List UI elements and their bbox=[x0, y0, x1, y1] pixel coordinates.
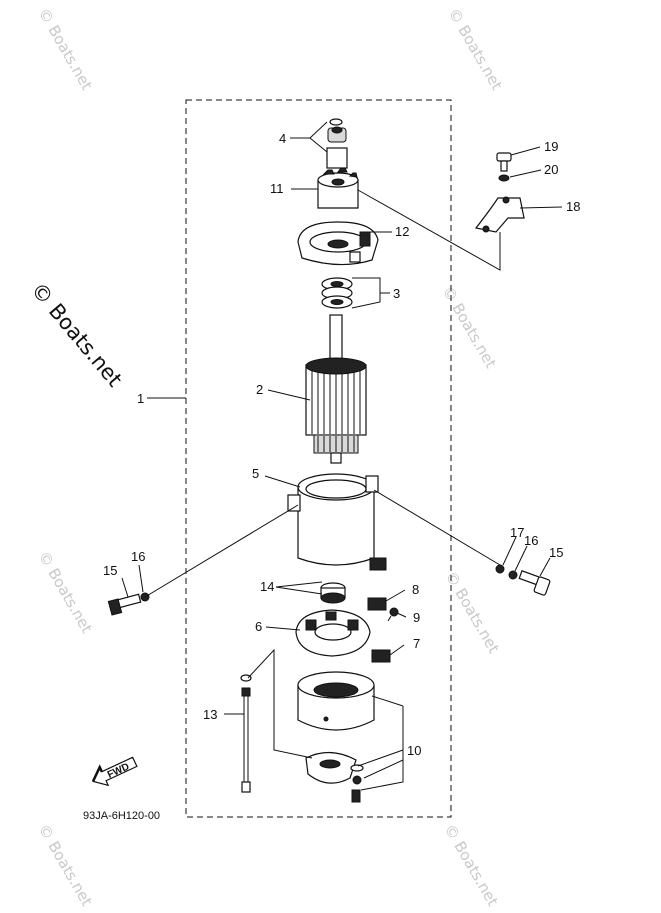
callout-1: 1 bbox=[137, 391, 144, 406]
part-8-brush bbox=[367, 597, 387, 611]
watermark: © Boats.net bbox=[442, 568, 503, 656]
callout-8: 8 bbox=[412, 582, 419, 597]
part-13-through-bolt bbox=[240, 674, 252, 793]
watermark: © Boats.net bbox=[35, 5, 96, 93]
assembly-boundary bbox=[185, 99, 452, 818]
fwd-label: FWD bbox=[106, 761, 131, 781]
part-11-pinion-gear bbox=[317, 167, 359, 209]
part-3-washers bbox=[321, 277, 353, 309]
callout-4: 4 bbox=[279, 131, 286, 146]
part-14-bushing bbox=[320, 582, 346, 604]
callout-15-right: 15 bbox=[549, 545, 563, 560]
watermark: © Boats.net bbox=[35, 821, 96, 909]
part-15-bolt-right bbox=[518, 570, 551, 596]
callout-12: 12 bbox=[395, 224, 409, 239]
callout-20: 20 bbox=[544, 162, 558, 177]
diagram-code: 93JA-6H120-00 bbox=[83, 810, 160, 822]
part-5-yoke bbox=[287, 473, 387, 571]
watermark: © Boats.net bbox=[441, 821, 502, 909]
part-10-cover-bracket bbox=[305, 751, 364, 803]
callout-2: 2 bbox=[256, 382, 263, 397]
callout-11: 11 bbox=[270, 181, 284, 196]
part-18-bracket bbox=[474, 196, 525, 233]
callout-18: 18 bbox=[566, 199, 580, 214]
callout-9: 9 bbox=[413, 610, 420, 625]
callout-16-left: 16 bbox=[131, 549, 145, 564]
callout-3: 3 bbox=[393, 286, 400, 301]
fwd-arrow: FWD bbox=[91, 756, 138, 787]
part-2-armature bbox=[305, 314, 367, 464]
part-17-nut bbox=[495, 564, 505, 574]
callout-14: 14 bbox=[260, 579, 274, 594]
part-12-end-bracket bbox=[297, 221, 379, 266]
callout-6: 6 bbox=[255, 619, 262, 634]
callout-16-right: 16 bbox=[524, 533, 538, 548]
part-15-bolt-left bbox=[107, 593, 142, 616]
callout-7: 7 bbox=[413, 636, 420, 651]
callout-19: 19 bbox=[544, 139, 558, 154]
part-7-brush bbox=[371, 649, 391, 663]
watermark: © Boats.net bbox=[439, 283, 500, 371]
part-6-brush-holder bbox=[295, 609, 371, 657]
main-watermark: © Boats.net bbox=[26, 278, 127, 392]
watermark: © Boats.net bbox=[445, 5, 506, 93]
part-20-washer bbox=[498, 174, 510, 182]
part-16-washer-right bbox=[508, 570, 518, 580]
callout-5: 5 bbox=[252, 466, 259, 481]
leader-lines bbox=[121, 121, 563, 791]
part-end-cover bbox=[297, 671, 375, 731]
callout-labels: 1 2 3 4 5 6 7 8 9 10 11 12 13 14 15 16 1… bbox=[103, 131, 580, 758]
callout-10: 10 bbox=[407, 743, 421, 758]
watermark: © Boats.net bbox=[35, 548, 96, 636]
callout-15-left: 15 bbox=[103, 563, 117, 578]
part-9-screw bbox=[387, 607, 399, 622]
callout-17: 17 bbox=[510, 525, 524, 540]
part-19-screw bbox=[496, 152, 512, 172]
callout-13: 13 bbox=[203, 707, 217, 722]
part-4-spring-collar bbox=[326, 118, 348, 169]
